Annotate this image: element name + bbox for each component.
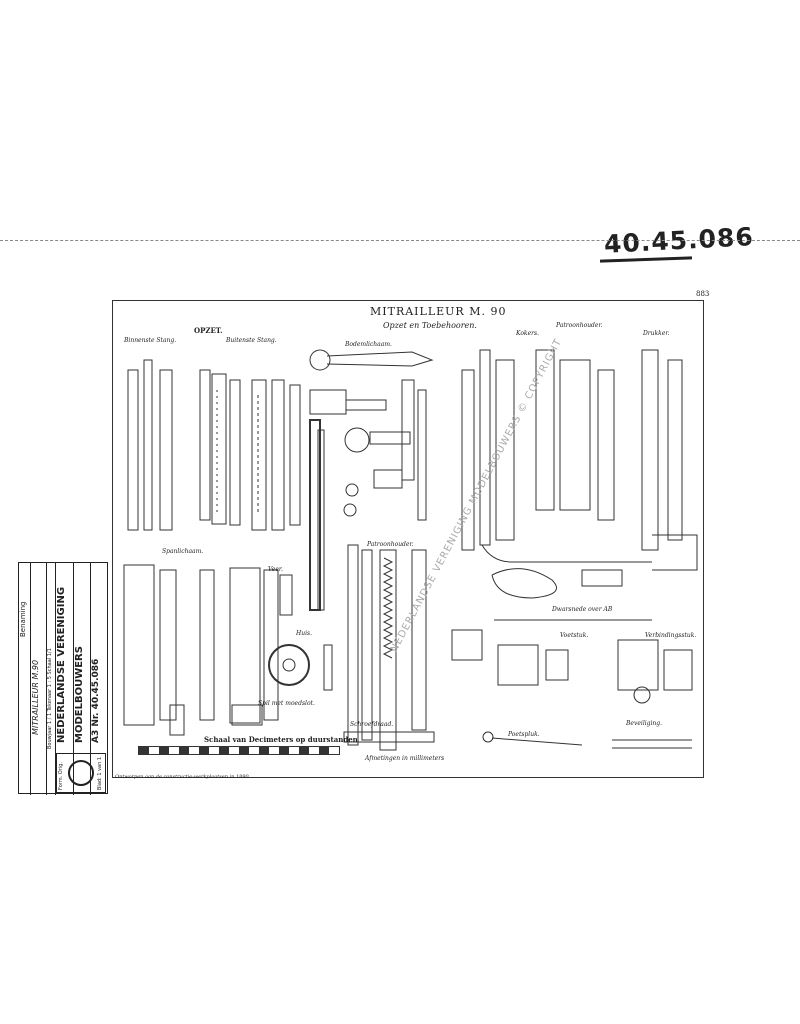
drawing-part (199, 569, 215, 721)
drawing-part (231, 704, 263, 726)
measurements-note: Afmetingen in millimeters (365, 755, 445, 762)
label-schroefdraad: Schroefdraad. (350, 721, 394, 728)
sheet-corner-number: 883 (696, 290, 710, 298)
drawing-part (617, 639, 659, 691)
drawing-subtitle: Opzet en Toebehooren. (383, 321, 477, 330)
drawing-part (401, 379, 415, 481)
drawing-part (663, 649, 693, 691)
title-block-rotated: Benaming MITRAILLEUR M.90 Bouwjaar 1 / 1… (19, 563, 109, 795)
drawing-part (369, 431, 411, 445)
drawing-part (667, 359, 683, 541)
label-verbindingsstuk: Verbindingsstuk. (645, 632, 697, 639)
drawing-part (123, 564, 155, 726)
drawing-part (159, 569, 177, 721)
detail-row: Bouwjaar 1 / 1 Tekenaar 1 : 5 Schaal 1/1 (47, 563, 56, 795)
drawing-part (451, 629, 483, 661)
drawing-detail (491, 737, 583, 746)
drawing-part (309, 389, 347, 415)
drawing-part (411, 549, 427, 731)
label-spanlichaam: Spanlichaam. (162, 548, 204, 555)
benaming-label: Benaming (19, 563, 31, 795)
drawing-part (497, 644, 539, 686)
drawing-part (143, 359, 153, 531)
label-drukker: Drukker. (643, 330, 670, 337)
drawing-spring (382, 557, 394, 659)
drawing-part (344, 427, 370, 453)
drawing-part (326, 351, 434, 367)
label-poetspluk: Poetspluk. (508, 731, 540, 738)
drawing-part (479, 349, 491, 546)
drawing-part (323, 644, 333, 691)
drawing-part (417, 389, 427, 521)
label-dwarsnede: Dwarsnede over AB (552, 606, 613, 613)
drawing-part (127, 369, 139, 531)
drawing-part (482, 731, 494, 743)
benaming-value: MITRAILLEUR M.90 (31, 563, 47, 795)
drawing-part (491, 568, 557, 599)
drawing-part (379, 549, 397, 751)
drawing-part (263, 569, 279, 721)
drawing-part (361, 549, 373, 741)
drawing-title: MITRAILLEUR M. 90 (370, 305, 507, 318)
drawing-part (597, 369, 615, 521)
technical-drawing (123, 349, 698, 751)
title-block: Benaming MITRAILLEUR M.90 Bouwjaar 1 / 1… (18, 562, 109, 795)
drawing-part (169, 704, 185, 736)
drawing-part (559, 359, 591, 511)
drawing-part (317, 429, 325, 611)
drawing-part (271, 379, 285, 531)
drawing-part (268, 644, 310, 686)
scale-bar (138, 746, 340, 755)
drawing-part (652, 534, 698, 571)
logo: Form. Orig. Blad: 1 van 1 (56, 753, 106, 793)
drawing-part (535, 349, 555, 511)
fold-line (0, 240, 800, 241)
drawing-part (199, 369, 211, 521)
label-veer: Veer. (268, 566, 283, 573)
label-opzet: OPZET. (194, 326, 223, 335)
drawing-part (641, 349, 659, 551)
label-huis: Huis. (296, 630, 313, 637)
logo-circle-icon (68, 760, 94, 786)
drawing-part (282, 658, 296, 672)
drawing-part (495, 359, 515, 541)
drawing-part (345, 399, 387, 411)
drawing-part (289, 384, 301, 526)
scale-title: Schaal van Decimeters op duurstanden (204, 735, 358, 744)
drawing-part (545, 649, 569, 681)
drawing-part (373, 469, 403, 489)
drawing-part (461, 369, 475, 551)
drawing-part (581, 569, 623, 587)
footnote: Ontworpen aan de constructie-werkplaatse… (115, 774, 249, 780)
drawing-part (345, 483, 359, 497)
logo-small-label-1: Form. Orig. (58, 762, 64, 790)
logo-small-label-2: Blad: 1 van 1 (97, 756, 103, 790)
label-spilwiel: Spil met moedslot. (258, 700, 315, 707)
drawing-part (279, 574, 293, 616)
drawing-part (347, 544, 359, 746)
label-beveiliging: Beveiliging. (626, 720, 663, 727)
drawing-part (229, 567, 261, 724)
drawing-part (481, 544, 652, 563)
label-kokers: Kokers. (516, 330, 539, 337)
drawing-part (309, 349, 331, 371)
drawing-part (633, 686, 651, 704)
drawing-part (343, 731, 435, 743)
drawing-part (343, 503, 357, 517)
label-buitenste-stang: Buitenste Stang. (226, 337, 277, 344)
label-patroonhouder-2: Patroonhouder. (367, 541, 414, 548)
label-patroonhouder: Patroonhouder. (556, 322, 603, 329)
drawing-part (211, 373, 227, 525)
drawing-part (309, 419, 321, 611)
drawing-part (159, 369, 173, 531)
label-bodemlichaam: Bodemlichaam. (345, 341, 392, 348)
label-voetstuk: Voetstuk. (560, 632, 589, 639)
drawing-part (251, 379, 267, 531)
drawing-part (229, 379, 241, 526)
label-binnenste-stang: Binnenste Stang. (124, 337, 177, 344)
